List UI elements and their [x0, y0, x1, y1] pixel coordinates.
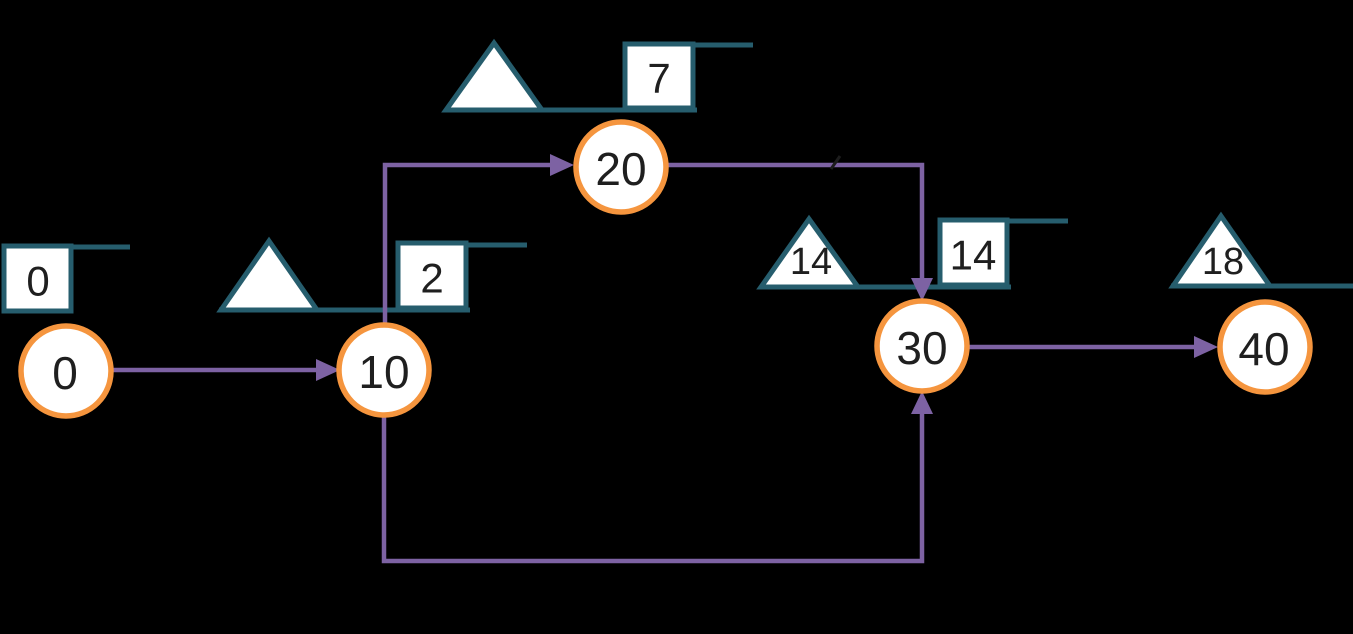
- event-number: 30: [896, 322, 947, 374]
- node-20: 20: [573, 119, 669, 215]
- node-10: 10: [336, 322, 432, 418]
- flag-node-30: 14 14: [756, 214, 1068, 290]
- flag-node-20: 7: [441, 38, 753, 113]
- event-circle: [573, 119, 669, 215]
- arrowhead-icon: [550, 154, 574, 176]
- earliest-time-square: [1, 243, 74, 314]
- node-0: 0: [18, 323, 114, 419]
- edge-tick-mark: [829, 155, 842, 170]
- event-circle: [336, 322, 432, 418]
- node-40: 40: [1217, 299, 1313, 395]
- edge-segment: [382, 162, 552, 323]
- latest-time-triangle: [756, 214, 863, 290]
- edge-30-to-40: [969, 336, 1218, 358]
- latest-time-value: 14: [790, 241, 832, 283]
- arrowhead-icon: [1194, 336, 1218, 358]
- edge-0-to-10: [112, 359, 340, 381]
- edge-20-to-30: [668, 155, 933, 301]
- latest-time-triangle: [216, 236, 322, 313]
- earliest-time-value: 7: [647, 55, 670, 102]
- earliest-time-value: 14: [950, 232, 997, 279]
- flag-node-40: 18: [1168, 211, 1353, 289]
- earliest-time-value: 0: [26, 258, 49, 305]
- flag-node-0: 0: [1, 243, 130, 314]
- earliest-time-square: [395, 240, 469, 311]
- earliest-time-square: [937, 217, 1010, 288]
- earliest-time-value: 2: [420, 255, 443, 302]
- latest-time-triangle: [441, 38, 547, 113]
- node-30: 30: [874, 298, 970, 394]
- event-number: 40: [1238, 323, 1289, 375]
- edge-10-to-30-bottom: [381, 391, 933, 564]
- latest-time-triangle: [1168, 211, 1275, 289]
- event-number: 0: [52, 347, 78, 399]
- arrowhead-icon: [316, 359, 340, 381]
- edge-10-to-20: [382, 154, 574, 323]
- flag-node-10: 2: [216, 236, 527, 313]
- event-circle: [1217, 299, 1313, 395]
- edge-segment: [668, 162, 925, 280]
- event-number: 10: [358, 346, 409, 398]
- event-circle: [18, 323, 114, 419]
- event-circle: [874, 298, 970, 394]
- arrowhead-icon: [911, 278, 933, 301]
- latest-time-value: 18: [1202, 241, 1244, 283]
- event-number: 20: [595, 143, 646, 195]
- earliest-time-square: [622, 41, 696, 111]
- edge-segment: [381, 412, 925, 564]
- arrowhead-icon: [911, 391, 933, 414]
